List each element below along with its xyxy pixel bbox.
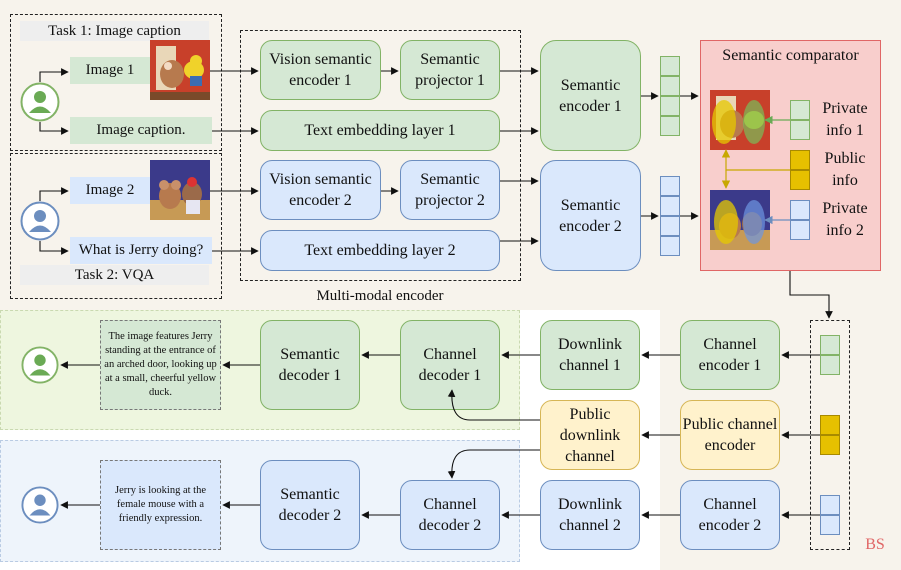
text-embedding-layer-1: Text embedding layer 1 <box>260 110 500 151</box>
output-text-2: Jerry is looking at the female mouse wit… <box>100 460 221 550</box>
private-info-2-label: Private info 2 <box>822 200 868 239</box>
channel-encoder-1: Channel encoder 1 <box>680 320 780 390</box>
public-info-label: Public info <box>824 150 866 189</box>
receiver-user-icon-green <box>21 346 59 384</box>
private-info-1-vector <box>790 100 810 140</box>
bs-private-1-vector <box>820 335 840 375</box>
semantic-projector-1: Semantic projector 1 <box>400 40 500 100</box>
image2-label: Image 2 <box>70 177 150 204</box>
comparator-image-2 <box>710 190 770 250</box>
public-downlink-channel: Public downlink channel <box>540 400 640 470</box>
semantic-decoder-1: Semantic decoder 1 <box>260 320 360 410</box>
user-icon-blue <box>20 201 60 241</box>
semantic-vector-2 <box>660 176 680 256</box>
image1-label: Image 1 <box>70 57 150 84</box>
task2-container <box>10 153 222 299</box>
semantic-decoder-2: Semantic decoder 2 <box>260 460 360 550</box>
task2-title: Task 2: VQA <box>20 265 209 285</box>
bs-label: BS <box>865 536 885 553</box>
image2-thumbnail <box>150 160 210 220</box>
bs-public-vector <box>820 415 840 455</box>
downlink-channel-1: Downlink channel 1 <box>540 320 640 390</box>
comparator-image-1 <box>710 90 770 150</box>
multimodal-encoder-container <box>240 30 521 281</box>
text-embedding-layer-2: Text embedding layer 2 <box>260 230 500 271</box>
vision-semantic-encoder-2: Vision semantic encoder 2 <box>260 160 381 220</box>
channel-encoder-2: Channel encoder 2 <box>680 480 780 550</box>
receiver-user-icon-blue <box>21 486 59 524</box>
public-channel-encoder: Public channel encoder <box>680 400 780 470</box>
semantic-encoder-1: Semantic encoder 1 <box>540 40 641 151</box>
user-icon-green <box>20 82 60 122</box>
bs-private-2-vector <box>820 495 840 535</box>
semantic-projector-2: Semantic projector 2 <box>400 160 500 220</box>
task1-title: Task 1: Image caption <box>20 21 209 41</box>
private-info-2-vector <box>790 200 810 240</box>
private-info-1-label: Private info 1 <box>822 100 868 139</box>
multimodal-encoder-title: Multi-modal encoder <box>316 287 444 304</box>
channel-decoder-1: Channel decoder 1 <box>400 320 500 410</box>
image1-thumbnail <box>150 40 210 100</box>
channel-decoder-2: Channel decoder 2 <box>400 480 500 550</box>
task1-container <box>10 14 222 151</box>
question-label: What is Jerry doing? <box>70 237 212 264</box>
semantic-vector-1 <box>660 56 680 136</box>
vision-semantic-encoder-1: Vision semantic encoder 1 <box>260 40 381 100</box>
downlink-channel-2: Downlink channel 2 <box>540 480 640 550</box>
output-text-1: The image features Jerry standing at the… <box>100 320 221 410</box>
semantic-comparator-title: Semantic comparator <box>722 47 859 64</box>
caption-label: Image caption. <box>70 117 212 144</box>
public-info-vector <box>790 150 810 190</box>
semantic-encoder-2: Semantic encoder 2 <box>540 160 641 271</box>
